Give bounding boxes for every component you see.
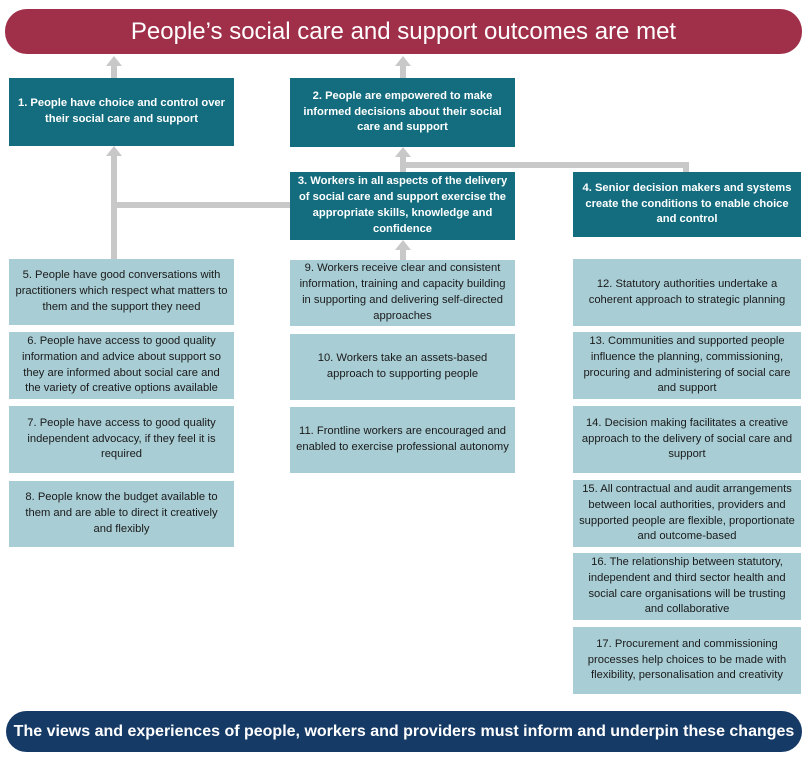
outcome-box-3: 3. Workers in all aspects of the deliver… — [290, 172, 515, 240]
sub-outcome-7: 7. People have access to good quality in… — [9, 406, 234, 473]
outcome-box-1: 1. People have choice and control over t… — [9, 78, 234, 146]
sub-outcome-16: 16. The relationship between statutory, … — [573, 553, 801, 620]
sub-outcome-12: 12. Statutory authorities undertake a co… — [573, 259, 801, 326]
sub-outcome-14: 14. Decision making facilitates a creati… — [573, 406, 801, 473]
outcome-box-2: 2. People are empowered to make informed… — [290, 78, 515, 147]
sub-outcome-6: 6. People have access to good quality in… — [9, 332, 234, 399]
bottom-principle-banner: The views and experiences of people, wor… — [6, 711, 802, 752]
sub-outcome-15: 15. All contractual and audit arrangemen… — [573, 480, 801, 547]
sub-outcome-8: 8. People know the budget available to t… — [9, 481, 234, 547]
sub-outcome-11: 11. Frontline workers are encouraged and… — [290, 407, 515, 473]
sub-outcome-10: 10. Workers take an assets-based approac… — [290, 334, 515, 400]
sub-outcome-17: 17. Procurement and commissioning proces… — [573, 627, 801, 694]
outcome-box-4: 4. Senior decision makers and systems cr… — [573, 172, 801, 237]
sub-outcome-13: 13. Communities and supported people inf… — [573, 332, 801, 399]
sub-outcome-5: 5. People have good conversations with p… — [9, 259, 234, 325]
top-outcome-banner: People’s social care and support outcome… — [5, 9, 802, 54]
sub-outcome-9: 9. Workers receive clear and consistent … — [290, 260, 515, 326]
